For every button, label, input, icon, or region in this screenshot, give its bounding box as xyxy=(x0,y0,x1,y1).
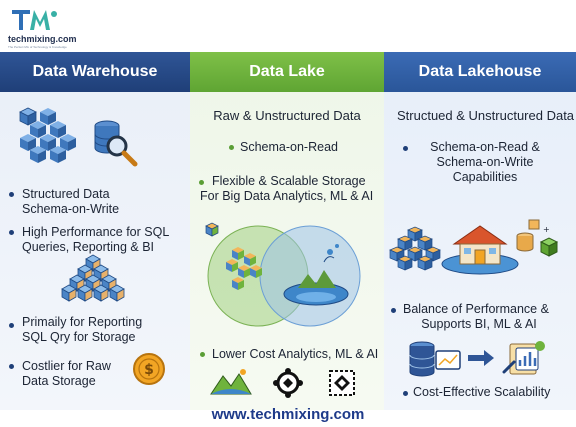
venn-diagram-icon xyxy=(205,222,361,327)
bullet xyxy=(9,364,14,369)
warehouse-item-1-line2: Schema-on-Write xyxy=(22,202,120,216)
warehouse-header: Data Warehouse xyxy=(0,52,190,92)
lakehouse-item-2-line2: Supports BI, ML & AI xyxy=(421,317,537,331)
warehouse-item-4-line2: Data Storage xyxy=(22,374,96,388)
warehouse-item-2-line1: High Performance for SQL xyxy=(22,225,170,239)
lakehouse-icon xyxy=(441,225,519,275)
techmixing-logo-icon xyxy=(12,10,57,30)
lake-item-2-line1: Flexible & Scalable Storage xyxy=(212,174,366,188)
lake-subtitle: Raw & Unstructured Data xyxy=(213,108,361,123)
lake-item-3-line1: Lower Cost Analytics, ML & AI xyxy=(212,347,379,361)
lakehouse-subtitle: Structued & Unstructured Data xyxy=(397,108,575,123)
warehouse-item-1-line1: Structured Data xyxy=(22,187,110,201)
database-icon: + xyxy=(516,219,559,257)
dollar-coin-icon: $ xyxy=(133,353,165,385)
brand-name: techmixing.com xyxy=(8,34,77,44)
bullet xyxy=(199,180,204,185)
lakehouse-item-3-line1: Cost-Effective Scalability xyxy=(413,385,551,399)
lakehouse-item-1-line3: Capabilities xyxy=(452,170,518,184)
footer-url[interactable]: www.techmixing.com xyxy=(211,406,365,423)
cube-stack-icon xyxy=(19,107,77,164)
lake-item-1-line1: Schema-on-Read xyxy=(240,140,338,154)
lake-item-2-line2: For Big Data Analytics, ML & AI xyxy=(200,189,374,203)
bullet xyxy=(200,352,205,357)
svg-text:+: + xyxy=(543,225,550,234)
bullet xyxy=(403,146,408,151)
bullet xyxy=(403,391,408,396)
chart-icon xyxy=(210,369,252,395)
arrow-right-icon xyxy=(468,350,494,366)
server-icon xyxy=(409,341,461,377)
bullet xyxy=(9,230,14,235)
bullet xyxy=(229,145,234,150)
lake-column xyxy=(190,52,384,410)
warehouse-item-3-line2: SQL Qry for Storage xyxy=(22,330,136,344)
svg-text:$: $ xyxy=(144,362,154,378)
lake-header: Data Lake xyxy=(190,52,384,92)
bullet xyxy=(9,192,14,197)
analytics-icon xyxy=(502,341,545,375)
lakehouse-header: Data Lakehouse xyxy=(384,52,576,92)
lakehouse-item-1-line1: Schema-on-Read & xyxy=(430,140,540,154)
bullet xyxy=(9,323,14,328)
bullet xyxy=(391,308,396,313)
cube-stack-icon xyxy=(389,226,441,271)
warehouse-item-4-line1: Costlier for Raw xyxy=(22,359,111,373)
diamond-icon xyxy=(329,370,355,396)
brand-tagline: The Perfect Mix of Technology & Knowledg… xyxy=(8,45,67,49)
cube-pyramid-icon xyxy=(61,254,125,302)
lakehouse-item-2-line1: Balance of Performance & xyxy=(403,302,549,316)
warehouse-item-3-line1: Primaily for Reporting xyxy=(22,315,143,329)
network-icon xyxy=(273,368,303,398)
warehouse-item-2-line2: Queries, Reporting & BI xyxy=(22,240,155,254)
lakehouse-item-1-line2: Schema-on-Write xyxy=(436,155,534,169)
database-search-icon xyxy=(94,120,138,167)
